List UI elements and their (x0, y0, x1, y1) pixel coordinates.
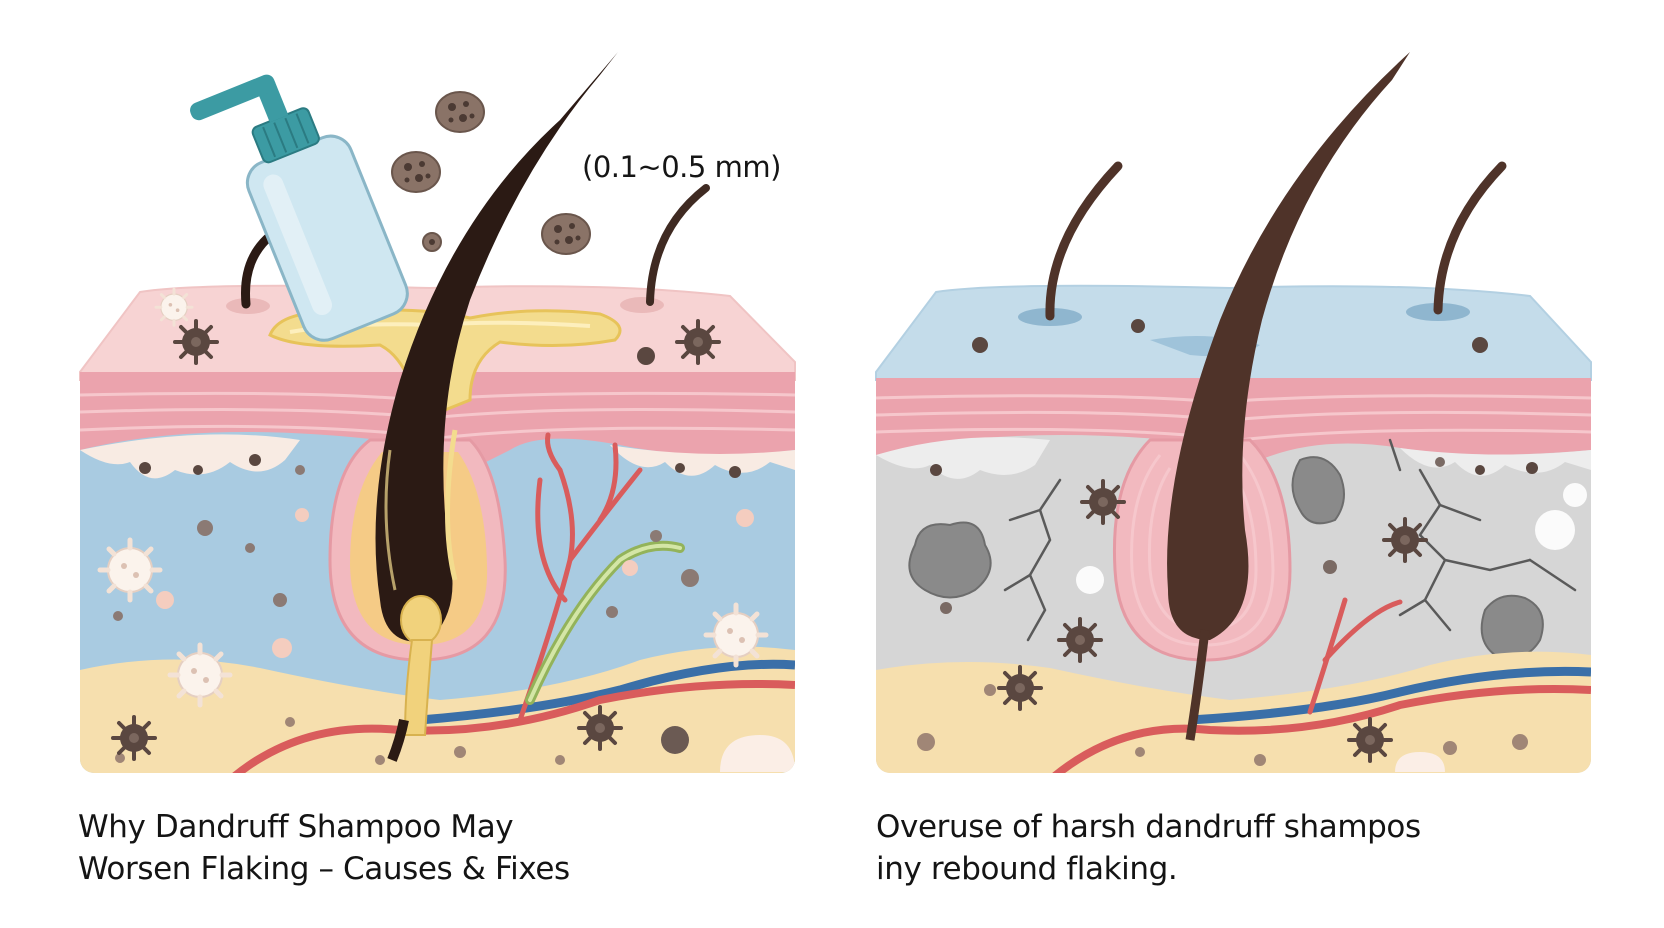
left-vein (419, 659, 795, 725)
hair-follicle-icon (375, 52, 618, 642)
right-caption: Overuse of harsh dandruff shampos iny re… (876, 806, 1421, 890)
left-artery (227, 680, 795, 773)
hair-follicle-icon-right (1167, 52, 1410, 640)
right-capillary-icon (1307, 597, 1403, 715)
left-skin-cross-section (79, 52, 796, 773)
right-small-hair (1045, 161, 1123, 321)
left-caption-line1: Why Dandruff Shampoo May (78, 809, 514, 845)
shampoo-bottle-icon (190, 74, 409, 342)
left-small-hair (241, 231, 275, 309)
right-artery (1047, 685, 1591, 773)
right-caption-line1: Overuse of harsh dandruff shampos (876, 809, 1421, 845)
hair-diameter-annotation: (0.1~0.5 mm) (582, 150, 781, 184)
right-vein (1189, 666, 1591, 725)
left-small-hair-2 (646, 184, 710, 306)
left-fat-layer (80, 646, 795, 773)
right-small-hair-2 (1433, 161, 1507, 315)
left-caption: Why Dandruff Shampoo May Worsen Flaking … (78, 806, 570, 890)
right-skin-cross-section (875, 52, 1592, 773)
left-capillary-icon (517, 432, 643, 723)
hair-papilla (400, 595, 442, 645)
dry-skin-crack-icon (1003, 438, 1577, 642)
left-caption-line2: Worsen Flaking – Causes & Fixes (78, 851, 570, 887)
dead-cell-cluster (908, 521, 992, 599)
right-caption-line2: iny rebound flaking. (876, 851, 1178, 887)
